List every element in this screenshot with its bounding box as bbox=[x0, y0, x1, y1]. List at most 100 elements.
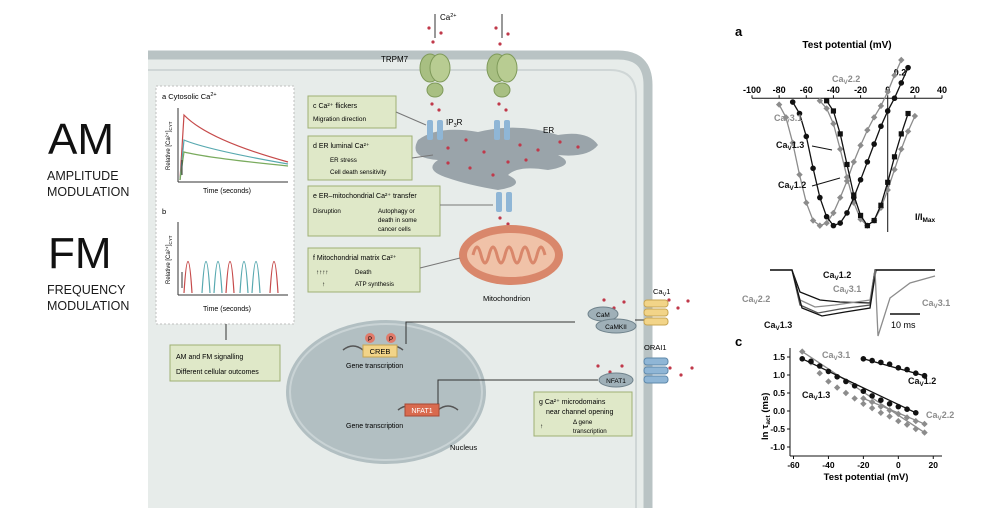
chart-a-leader-cav13 bbox=[811, 145, 833, 151]
chart-a-point bbox=[891, 154, 898, 160]
chart-c-point bbox=[833, 384, 841, 391]
am-description: AMPLITUDE MODULATION bbox=[47, 168, 129, 200]
panel-a-title: a Cytosolic Ca2+ bbox=[162, 92, 217, 101]
chart-c-point bbox=[834, 374, 840, 380]
chart-c-point bbox=[886, 413, 893, 420]
box-f-connector bbox=[419, 257, 461, 269]
nfat1-box bbox=[404, 403, 440, 417]
creb-label: CREB bbox=[370, 347, 391, 356]
chart-c-point bbox=[825, 368, 832, 375]
chart-c-point bbox=[904, 366, 910, 373]
chart-c-point bbox=[842, 389, 850, 397]
chart-a-point bbox=[830, 209, 837, 217]
chart-c-point bbox=[912, 425, 919, 433]
ca-top-label: Ca2+ bbox=[440, 13, 457, 22]
chart-a-point bbox=[898, 56, 905, 64]
chart-c-y-tick-label: 0.5 bbox=[773, 388, 785, 398]
ip3r-label: IP3R bbox=[446, 118, 463, 129]
chart-c-point bbox=[921, 372, 928, 379]
chart-a-point bbox=[837, 145, 844, 153]
chart-a-point bbox=[817, 194, 823, 201]
orai1-label: ORAI1 bbox=[644, 343, 667, 352]
svg-text:e ER–mitochondrial Ca²⁺ trans: e ER–mitochondrial Ca²⁺ transfer bbox=[313, 193, 417, 200]
chart-b-series-label-3: CaV1.3 bbox=[764, 320, 792, 332]
trace-a-green bbox=[179, 151, 289, 181]
chart-a-point bbox=[898, 80, 905, 86]
chart-c-point bbox=[912, 410, 919, 416]
chart-a-x-tick-label: -60 bbox=[800, 85, 813, 95]
chart-a-panel-letter: a bbox=[735, 24, 743, 39]
chart-c-point bbox=[904, 406, 910, 413]
nfat1-box-label: NFAT1 bbox=[411, 408, 432, 415]
chart-a-point bbox=[877, 102, 885, 110]
chart-a-x-tick-label: -20 bbox=[854, 85, 867, 95]
chart-c-point bbox=[860, 395, 867, 402]
trace-a-red bbox=[179, 113, 289, 181]
box-f: f Mitochondrial matrix Ca²⁺ ↑↑↑↑ Death ↑… bbox=[307, 247, 421, 293]
chart-a-point bbox=[891, 166, 898, 173]
box-g: g Ca²⁺ microdomains near channel opening… bbox=[533, 391, 633, 437]
chart-c-point bbox=[799, 356, 806, 362]
er-body bbox=[415, 127, 598, 190]
am-fm-outcome-line-1: AM and FM signalling bbox=[176, 354, 243, 361]
chart-a-point bbox=[878, 202, 884, 208]
svg-text:g Ca²⁺ microdomains: g Ca²⁺ microdomains bbox=[539, 399, 606, 406]
chart-b-trace-4 bbox=[874, 269, 936, 337]
chart-a-point bbox=[898, 145, 905, 153]
chart-a-point bbox=[904, 128, 912, 135]
chart-a-point bbox=[796, 171, 803, 178]
chart-c-x-label: Test potential (mV) bbox=[824, 472, 909, 483]
box-e: e ER–mitochondrial Ca²⁺ transfer Disrupt… bbox=[307, 185, 441, 237]
fm-line-2: MODULATION bbox=[47, 299, 130, 313]
chart-c-series-label-0: CaV3.1 bbox=[822, 350, 850, 362]
am-fm-outcome-line-2: Different cellular outcomes bbox=[176, 369, 259, 376]
chart-c-y-tick-label: -0.5 bbox=[770, 424, 785, 434]
nfat1-oval-label: NFAT1 bbox=[606, 378, 626, 385]
chart-c-point bbox=[808, 358, 814, 365]
chart-a-title: Test potential (mV) bbox=[802, 40, 891, 51]
svg-text:ATP synthesis: ATP synthesis bbox=[355, 281, 394, 288]
chart-b-series-label-2: CaV2.2 bbox=[742, 294, 770, 306]
chart-a-point bbox=[837, 194, 844, 201]
chart-c-point bbox=[843, 378, 849, 385]
phospho-badge-right bbox=[386, 333, 396, 343]
chart-a-point bbox=[911, 112, 919, 120]
chart-c-series-label-2: CaV1.3 bbox=[802, 390, 830, 402]
chart-c-point bbox=[921, 420, 928, 428]
panel-b-y-label: Relative [Ca²⁺]CYT bbox=[165, 235, 173, 284]
nucleus-label: Nucleus bbox=[450, 443, 477, 452]
chart-c-point bbox=[851, 395, 858, 402]
cav1-label: CaV1 bbox=[653, 287, 670, 298]
chart-c-y-tick-label: -1.0 bbox=[770, 442, 785, 452]
svg-text:↑: ↑ bbox=[540, 423, 543, 430]
chart-a-point bbox=[803, 199, 810, 206]
chart-a-point bbox=[891, 95, 898, 102]
svg-text:Cell death sensitivity: Cell death sensitivity bbox=[330, 169, 387, 176]
am-line-2: MODULATION bbox=[47, 185, 130, 199]
svg-text:cancer cells: cancer cells bbox=[378, 226, 411, 233]
svg-text:Autophagy or: Autophagy or bbox=[378, 208, 415, 215]
chart-c-y-label: ln τact (ms) bbox=[760, 393, 772, 440]
chart-a-series-label-2: CaV1.3 bbox=[776, 140, 804, 152]
chart-c-series-label-1: CaV1.2 bbox=[908, 376, 936, 388]
svg-text:transcription: transcription bbox=[573, 428, 607, 435]
svg-text:Death: Death bbox=[355, 269, 372, 276]
chart-b-series-label-0: CaV1.2 bbox=[823, 270, 851, 282]
chart-c-point bbox=[851, 383, 858, 389]
chart-c-point bbox=[816, 370, 823, 377]
nfat1-oval bbox=[598, 372, 634, 388]
am-heading: AM bbox=[48, 115, 114, 164]
chart-b-scale-label: 10 ms bbox=[891, 320, 916, 330]
chart-a-point bbox=[830, 222, 837, 229]
chart-a-point bbox=[871, 141, 877, 147]
chart-a-point bbox=[824, 98, 830, 104]
fm-heading: FM bbox=[48, 229, 112, 278]
chart-a-point bbox=[857, 176, 864, 183]
ip3r-channel-left bbox=[427, 120, 443, 140]
box-d-connector bbox=[411, 154, 434, 159]
orai1-channel bbox=[643, 357, 669, 384]
chart-a-point bbox=[837, 131, 843, 137]
trace-b-teal bbox=[201, 260, 261, 294]
chart-c-point bbox=[878, 359, 884, 366]
creb-box bbox=[362, 344, 398, 358]
